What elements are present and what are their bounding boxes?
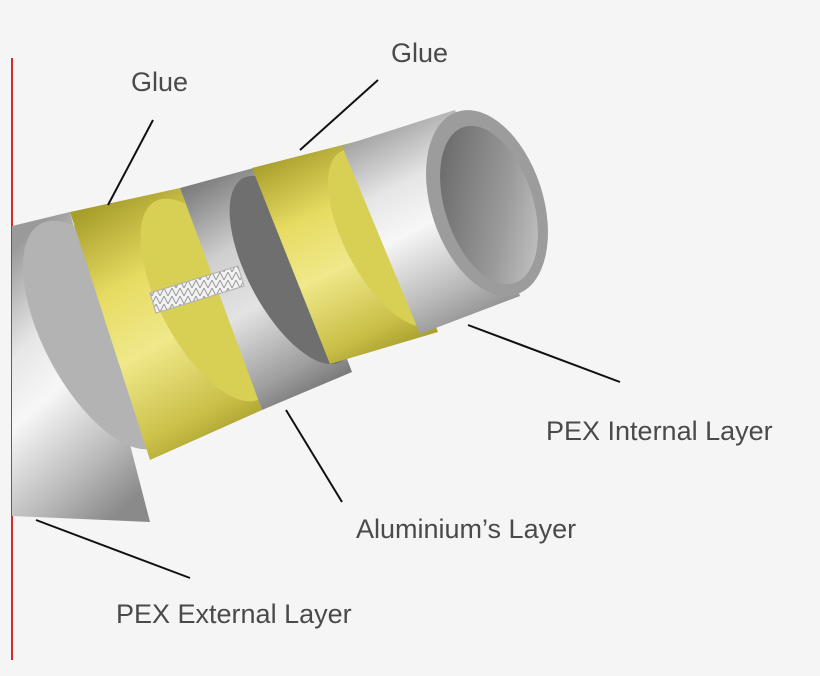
leader-pex-internal	[467, 324, 621, 383]
leader-glue-left	[107, 119, 154, 206]
aluminium-weld-seam	[149, 265, 245, 314]
label-pex-external: PEX External Layer	[116, 599, 352, 629]
glue-band-left	[70, 188, 262, 460]
label-aluminium: Aluminium’s Layer	[356, 514, 576, 544]
label-glue-right: Glue	[391, 38, 448, 68]
label-pex-internal: PEX Internal Layer	[546, 416, 773, 446]
leader-aluminium	[285, 409, 343, 503]
pipe-bore	[440, 125, 538, 285]
leader-pex-external	[35, 519, 191, 579]
leader-glue-right	[299, 79, 379, 151]
label-glue-left: Glue	[131, 67, 188, 97]
